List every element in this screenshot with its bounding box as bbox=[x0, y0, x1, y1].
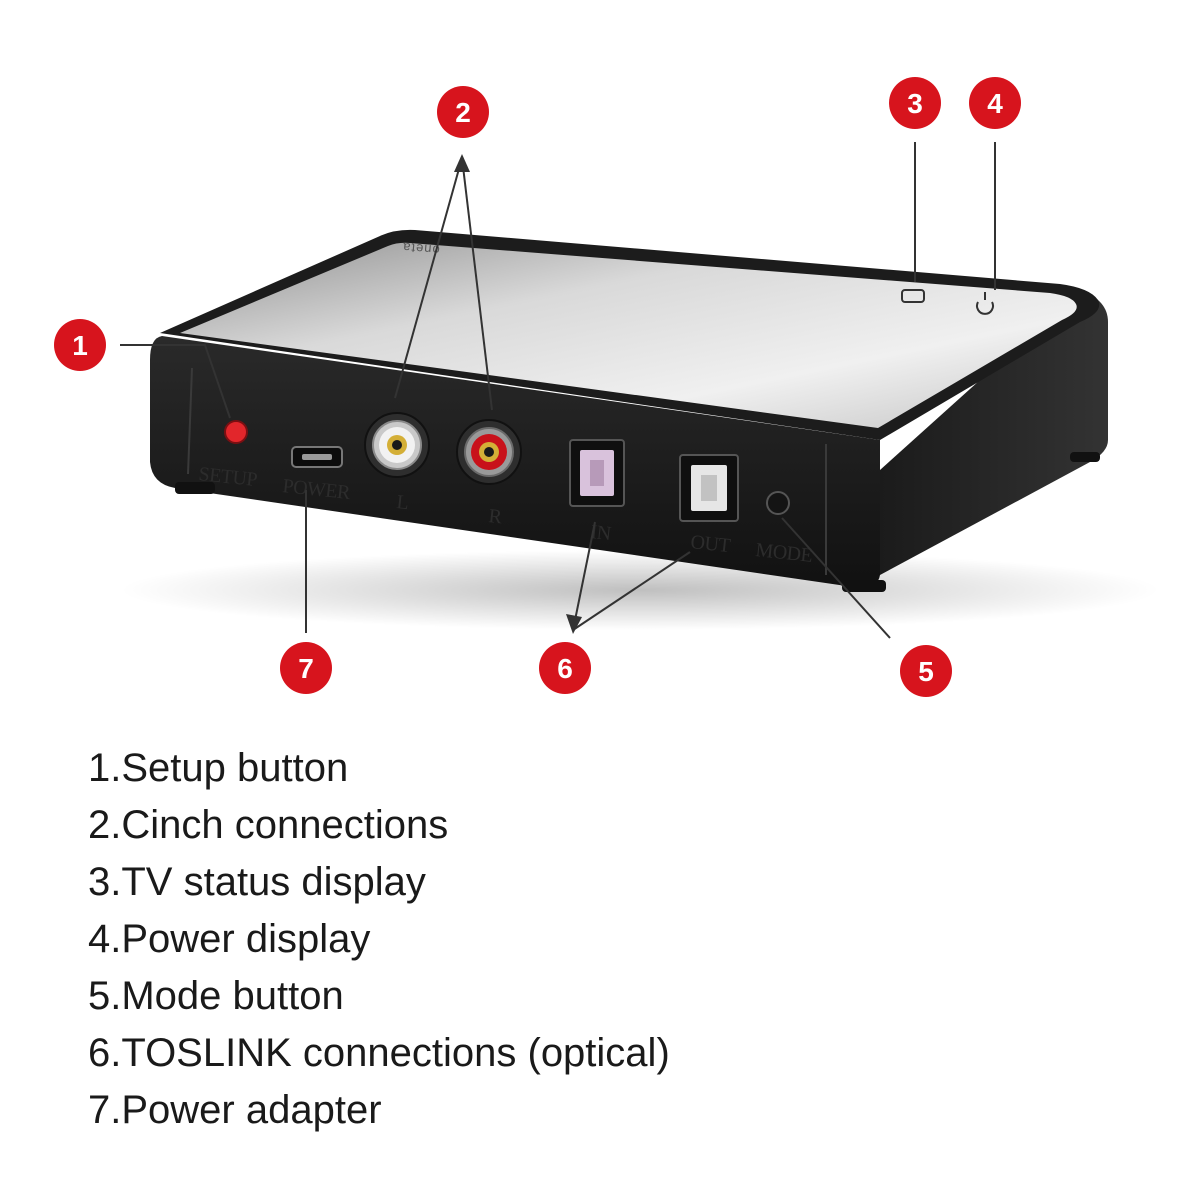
label-left: L bbox=[395, 491, 409, 514]
arrow-heads bbox=[454, 154, 582, 634]
device-top-panel bbox=[180, 242, 1077, 428]
svg-text:4: 4 bbox=[987, 88, 1003, 119]
leader-2b bbox=[461, 157, 493, 411]
badge-6: 6 bbox=[539, 642, 591, 694]
svg-text:5: 5 bbox=[918, 656, 934, 687]
leader-1 bbox=[120, 344, 231, 419]
device-side bbox=[880, 290, 1108, 575]
device-foot-left bbox=[175, 482, 215, 494]
svg-text:1: 1 bbox=[72, 330, 88, 361]
badge-2: 2 bbox=[437, 86, 489, 138]
brand-logo: oneta bbox=[402, 240, 441, 258]
badge-7: 7 bbox=[280, 642, 332, 694]
cinch-right-jack[interactable] bbox=[456, 419, 522, 485]
svg-text:6: 6 bbox=[557, 653, 573, 684]
label-out: OUT bbox=[689, 531, 731, 557]
label-in: IN bbox=[589, 521, 611, 545]
leader-6a bbox=[572, 521, 596, 631]
device-diagram: oneta bbox=[54, 77, 1160, 697]
leader-lines bbox=[120, 142, 996, 639]
svg-text:2: 2 bbox=[455, 97, 471, 128]
legend-item: 2.Cinch connections bbox=[88, 803, 449, 847]
leader-2a bbox=[394, 157, 463, 399]
mode-button[interactable] bbox=[766, 491, 790, 515]
svg-text:3: 3 bbox=[907, 88, 923, 119]
legend-item: 5.Mode button bbox=[88, 974, 344, 1018]
badge-4: 4 bbox=[969, 77, 1021, 129]
tv-status-light bbox=[901, 289, 925, 303]
callout-badges: 1 2 3 4 5 6 7 bbox=[54, 77, 1021, 697]
device: oneta bbox=[150, 229, 1108, 592]
device-shadow bbox=[120, 550, 1160, 630]
leader-5 bbox=[781, 517, 891, 639]
leader-6b bbox=[572, 551, 691, 631]
device-foot-back bbox=[1070, 452, 1100, 462]
legend-list: 1.Setup button 2.Cinch connections 3.TV … bbox=[88, 740, 670, 1139]
badge-3: 3 bbox=[889, 77, 941, 129]
label-right: R bbox=[487, 505, 503, 528]
legend-item: 7.Power adapter bbox=[88, 1088, 382, 1132]
legend-item: 1.Setup button bbox=[88, 746, 349, 790]
legend-item: 3.TV status display bbox=[88, 860, 426, 904]
power-light bbox=[976, 301, 994, 315]
badge-5: 5 bbox=[900, 645, 952, 697]
legend-item: 4.Power display bbox=[88, 917, 371, 961]
badge-1: 1 bbox=[54, 319, 106, 371]
device-foot-right bbox=[842, 580, 886, 592]
optical-in-port[interactable] bbox=[569, 439, 625, 507]
svg-text:7: 7 bbox=[298, 653, 314, 684]
optical-out-port[interactable] bbox=[679, 454, 739, 522]
cinch-left-jack[interactable] bbox=[364, 412, 430, 478]
legend-item: 6.TOSLINK connections (optical) bbox=[88, 1031, 670, 1075]
setup-button[interactable] bbox=[224, 420, 248, 444]
